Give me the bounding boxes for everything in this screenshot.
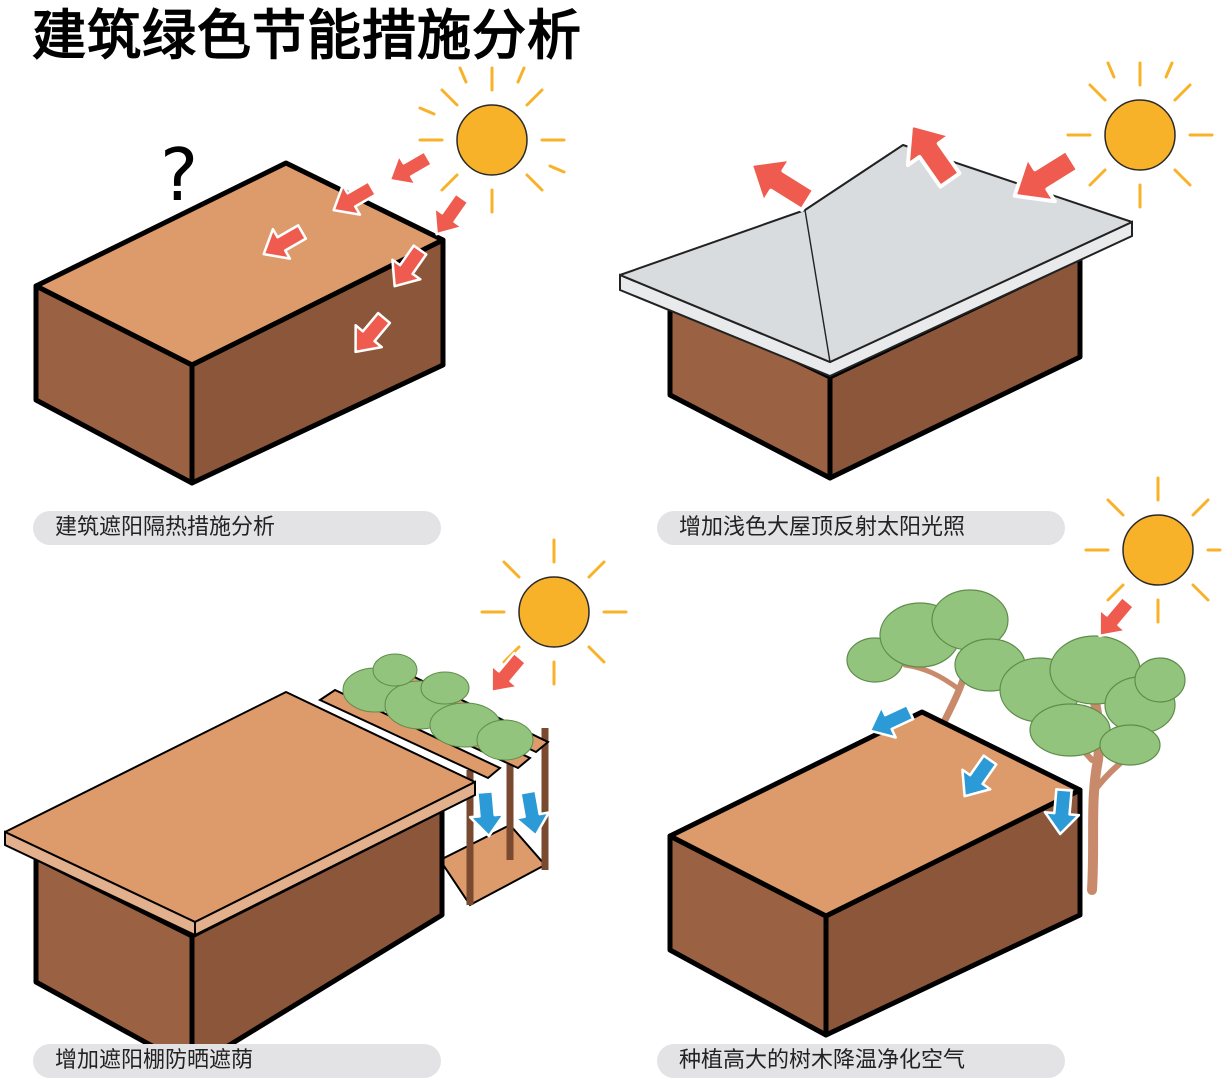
sun-icon: [480, 538, 628, 686]
caption-panel-1: 建筑遮阳隔热措施分析: [33, 511, 441, 545]
vine-foliage: [342, 653, 534, 761]
caption-panel-2: 增加浅色大屋顶反射太阳光照: [657, 511, 1065, 545]
page-title: 建筑绿色节能措施分析: [32, 4, 582, 67]
tree-canopy: [846, 589, 1186, 766]
sun-icon: [1066, 61, 1214, 209]
caption-panel-3: 增加遮阳棚防晒遮荫: [33, 1044, 441, 1078]
panel-4-illustration: [667, 476, 1222, 1038]
caption-panel-4: 种植高大的树木降温净化空气: [657, 1044, 1065, 1078]
question-mark: ?: [160, 133, 198, 217]
panel-3-illustration: [4, 538, 628, 1071]
panel-2-illustration: [619, 61, 1214, 481]
panel-1-illustration: ?: [33, 66, 566, 486]
sun-icon: [418, 66, 566, 214]
sun-icon: [1084, 476, 1222, 624]
